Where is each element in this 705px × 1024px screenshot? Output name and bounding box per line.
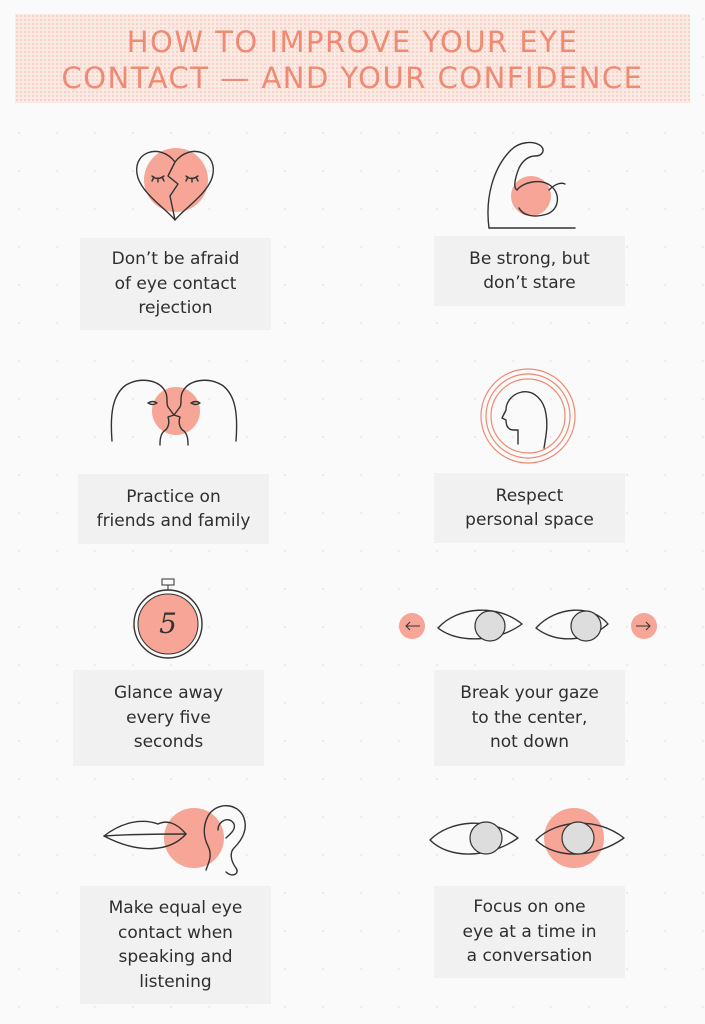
focused-eye-icon [428, 806, 628, 872]
tip-label-6: Break your gaze to the center, not down [434, 670, 625, 766]
mouth-ear-icon [102, 798, 252, 878]
tip-label-7: Make equal eye contact when speaking and… [80, 886, 271, 1004]
tip-label-1: Don’t be afraid of eye contact rejection [80, 238, 271, 330]
broken-heart-icon [130, 140, 220, 225]
head-circles-icon [478, 366, 578, 466]
header-banner: HOW TO IMPROVE YOUR EYE CONTACT — AND YO… [15, 14, 690, 103]
timer-number: 5 [159, 607, 177, 640]
tip-label-4: Respect personal space [434, 473, 625, 543]
tip-label-8: Focus on one eye at a time in a conversa… [434, 886, 625, 978]
title-line-1: HOW TO IMPROVE YOUR EYE [126, 25, 579, 59]
tip-label-5: Glance away every five seconds [73, 670, 264, 766]
title-line-2: CONTACT — AND YOUR CONFIDENCE [61, 61, 644, 95]
two-faces-icon [108, 375, 240, 447]
tip-label-2: Be strong, but don’t stare [434, 236, 625, 306]
stopwatch-icon: 5 [131, 578, 205, 660]
tip-label-3: Practice on friends and family [78, 474, 269, 544]
eyes-arrows-icon [398, 598, 660, 656]
page-title: HOW TO IMPROVE YOUR EYE CONTACT — AND YO… [15, 14, 690, 96]
flexed-arm-icon [483, 138, 578, 230]
